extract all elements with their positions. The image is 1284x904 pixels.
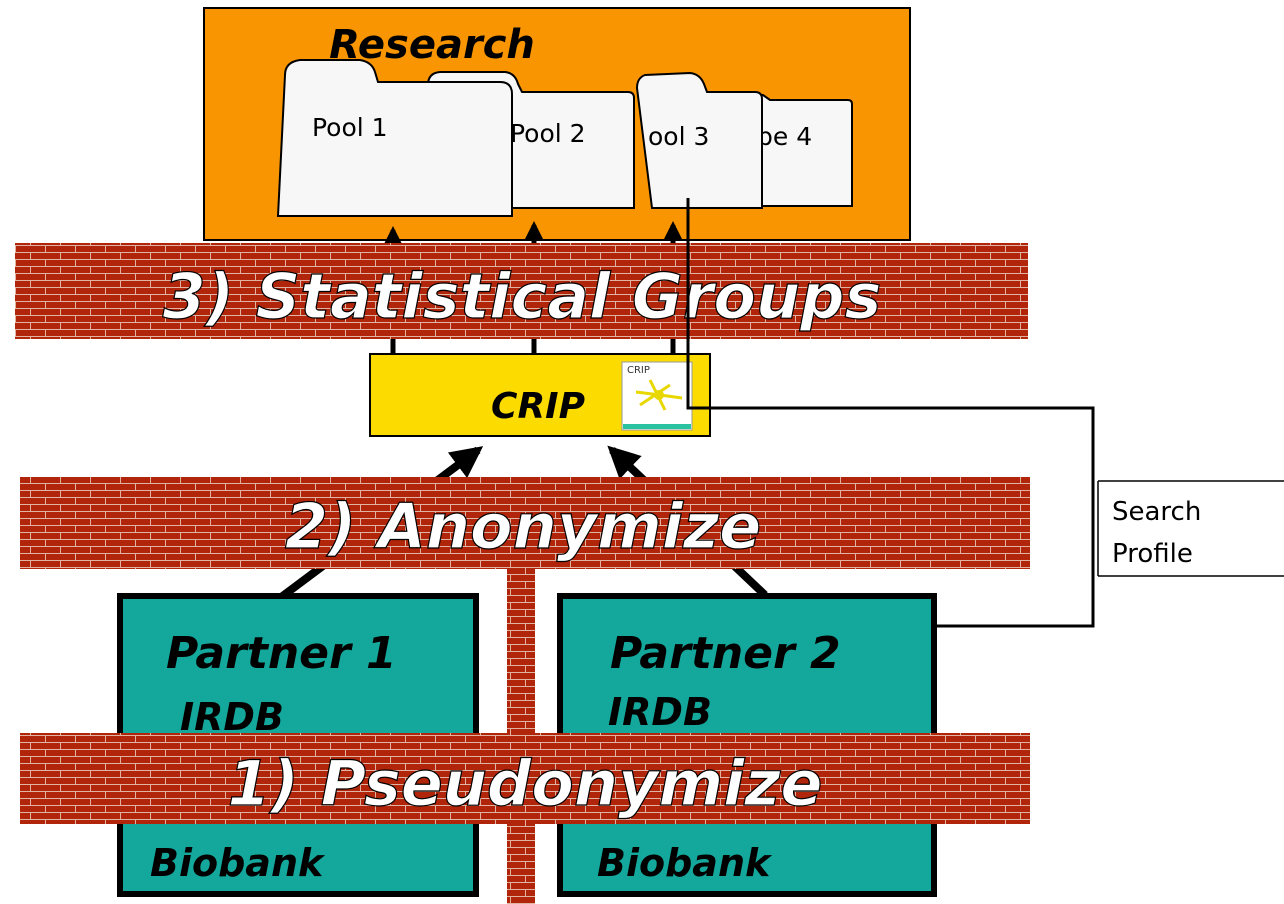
anonymize-wall [20, 477, 1030, 569]
pseudonymize-label: 1) Pseudonymize [228, 747, 823, 820]
statistical-groups-wall [15, 243, 1028, 339]
folder-pool-3[interactable]: ool 3 [635, 71, 763, 209]
pool-1-label: Pool 1 [312, 113, 388, 142]
statistical-groups-label: 3) Statistical Groups [163, 260, 882, 333]
folder-pool-4[interactable]: pe 4 [744, 94, 853, 207]
anonymize-label: 2) Anonymize [285, 490, 761, 563]
crip-logo-icon: CRIP [621, 361, 693, 431]
pool-3-label: ool 3 [648, 122, 709, 151]
search-profile-line [686, 198, 1095, 628]
crip-label: CRIP [491, 386, 585, 427]
search-profile-box: Search Profile [1097, 480, 1284, 577]
partner-2-db: IRDB [608, 690, 712, 734]
partner-1-name: Partner 1 [166, 628, 397, 679]
crip-logo-text: CRIP [627, 365, 650, 376]
pseudonymize-wall [20, 733, 1030, 824]
partner-1-biobank: Biobank [150, 841, 326, 885]
pool-2-label: Pool 2 [510, 119, 586, 148]
partner-2-name: Partner 2 [610, 628, 841, 679]
partner-2-biobank: Biobank [597, 841, 773, 885]
search-profile-line1: Search [1112, 497, 1201, 527]
search-profile-line2: Profile [1112, 539, 1193, 569]
pool-4-label: pe 4 [757, 122, 812, 151]
folder-pool-1[interactable]: Pool 1 [276, 59, 513, 217]
partner-1-db: IRDB [180, 695, 284, 739]
